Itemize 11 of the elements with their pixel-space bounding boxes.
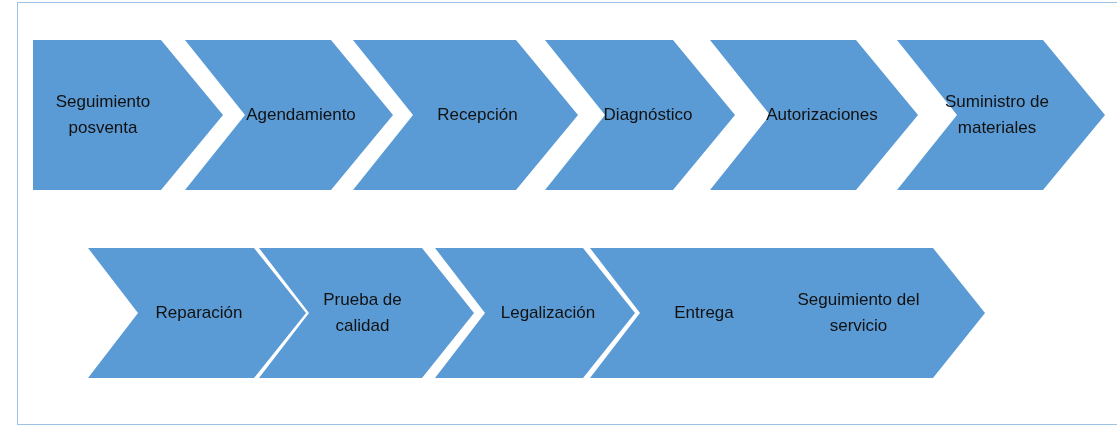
step-label: Diagnóstico [603,103,693,126]
step-label: Legalización [500,301,596,324]
step-label: Seguimiento del servicio [796,288,921,337]
step-label: Agendamiento [246,103,356,126]
step-label: Prueba de calidad [322,288,403,337]
step-label: Recepción [437,103,518,126]
step-label: Reparación [155,301,243,324]
step-label: Seguimiento posventa [54,90,152,139]
step-label: Autorizaciones [766,103,878,126]
step-label: Entrega [674,301,734,324]
step-label: Suministro de materiales [944,90,1050,139]
